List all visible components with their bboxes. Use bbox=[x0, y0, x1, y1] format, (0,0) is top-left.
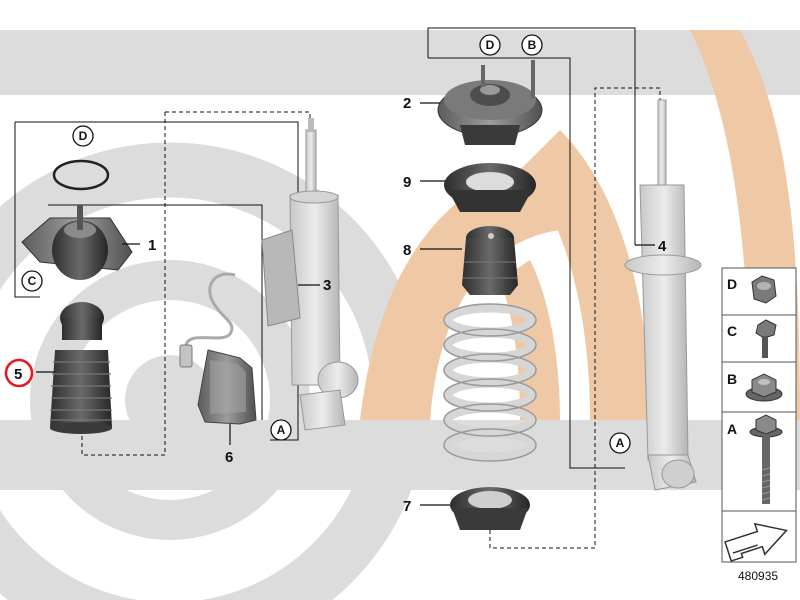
bellows-ridges bbox=[50, 361, 112, 421]
flange-nut-icon[interactable] bbox=[745, 373, 783, 402]
part-5-dust-boot[interactable] bbox=[50, 302, 112, 434]
shock-body-right bbox=[639, 184, 689, 461]
callout-6[interactable]: 6 bbox=[225, 449, 233, 466]
part-4-shock-absorber-right[interactable] bbox=[624, 99, 702, 491]
middle-assembly-lines bbox=[427, 27, 661, 549]
seat-inner bbox=[466, 172, 514, 192]
mid-dash bbox=[489, 87, 661, 549]
letter-mid-b: B bbox=[528, 38, 537, 52]
left-bracket-mid bbox=[48, 204, 263, 420]
bg-ring-center bbox=[125, 355, 215, 445]
mid-bracket-2 bbox=[428, 57, 625, 469]
leader-lines bbox=[36, 102, 655, 506]
part-8-bump-stop[interactable] bbox=[462, 226, 518, 295]
stud-left bbox=[481, 65, 485, 87]
sensor-wire bbox=[184, 272, 236, 360]
sensor-plug bbox=[179, 344, 193, 368]
stop-body bbox=[462, 238, 518, 295]
bg-ring-inner bbox=[30, 260, 310, 540]
part-2-top-mount[interactable] bbox=[437, 60, 543, 145]
mount-stud bbox=[77, 205, 83, 230]
seat-lower bbox=[448, 190, 532, 212]
direction-arrow-icon[interactable] bbox=[723, 515, 792, 565]
seat-right bbox=[624, 254, 702, 276]
legend-letter-a: A bbox=[727, 421, 737, 437]
rod-tip bbox=[308, 118, 314, 132]
callout-4[interactable]: 4 bbox=[658, 238, 667, 255]
legend-letter-b: B bbox=[727, 371, 737, 387]
letter-mid-d: D bbox=[486, 38, 495, 52]
left-dash-vertical bbox=[81, 112, 166, 456]
piston-rod bbox=[305, 129, 317, 196]
callout-2[interactable]: 2 bbox=[403, 95, 411, 112]
bg-tan-arc-1 bbox=[360, 160, 560, 420]
stop-hole bbox=[488, 233, 494, 239]
rod-right bbox=[657, 99, 667, 186]
part-1-strut-mount[interactable] bbox=[21, 159, 133, 280]
body-top bbox=[289, 190, 339, 204]
long-bolt-icon[interactable] bbox=[749, 414, 783, 504]
lower-seat-inner bbox=[468, 491, 512, 509]
short-bolt-icon[interactable] bbox=[755, 319, 777, 358]
callout-1[interactable]: 1 bbox=[148, 237, 156, 254]
bg-band-top bbox=[0, 30, 800, 95]
part-6-sensor-cover[interactable] bbox=[179, 272, 257, 425]
part-7-lower-spring-seat[interactable] bbox=[450, 487, 530, 530]
stud-right bbox=[531, 60, 535, 98]
callout-labels: 1 2 3 4 5 6 7 8 9 bbox=[14, 95, 667, 515]
legend-letter-c: C bbox=[727, 323, 737, 339]
left-bracket-inner bbox=[14, 122, 40, 298]
letter-left-a: A bbox=[277, 423, 286, 437]
fastener-legend: D C B A bbox=[721, 267, 797, 565]
letter-right-a: A bbox=[616, 436, 625, 450]
callout-8[interactable]: 8 bbox=[403, 242, 411, 259]
callout-7[interactable]: 7 bbox=[403, 498, 411, 515]
mount-dome bbox=[52, 220, 108, 280]
mid-bracket bbox=[427, 27, 636, 245]
bg-tan-arc-2 bbox=[520, 130, 650, 420]
actuator-box bbox=[261, 229, 301, 327]
callout-5[interactable]: 5 bbox=[14, 366, 22, 383]
coil-spring[interactable] bbox=[443, 303, 537, 462]
cover-highlight bbox=[210, 360, 246, 414]
mount-base bbox=[460, 125, 520, 145]
callout-9[interactable]: 9 bbox=[403, 174, 411, 191]
legend-letter-d: D bbox=[727, 276, 737, 292]
circled-letters: D C A D B A bbox=[21, 34, 631, 454]
mount-hub-top bbox=[480, 85, 500, 95]
o-ring bbox=[52, 159, 110, 191]
highlight-ring bbox=[4, 358, 34, 388]
part-3-shock-absorber-left[interactable] bbox=[261, 118, 359, 431]
bumper-body bbox=[62, 318, 102, 340]
letter-left-c: C bbox=[28, 274, 37, 288]
letter-left-d: D bbox=[79, 129, 88, 143]
eye-right bbox=[661, 459, 695, 489]
diagram-id: 480935 bbox=[738, 569, 778, 583]
lower-bracket bbox=[299, 389, 346, 431]
callout-3[interactable]: 3 bbox=[323, 277, 331, 294]
boot-bottom bbox=[50, 422, 112, 434]
boot-bellows bbox=[50, 350, 112, 428]
nut-icon[interactable] bbox=[751, 275, 777, 304]
part-9-spring-seat[interactable] bbox=[444, 163, 536, 212]
lower-seat-base bbox=[452, 508, 528, 530]
